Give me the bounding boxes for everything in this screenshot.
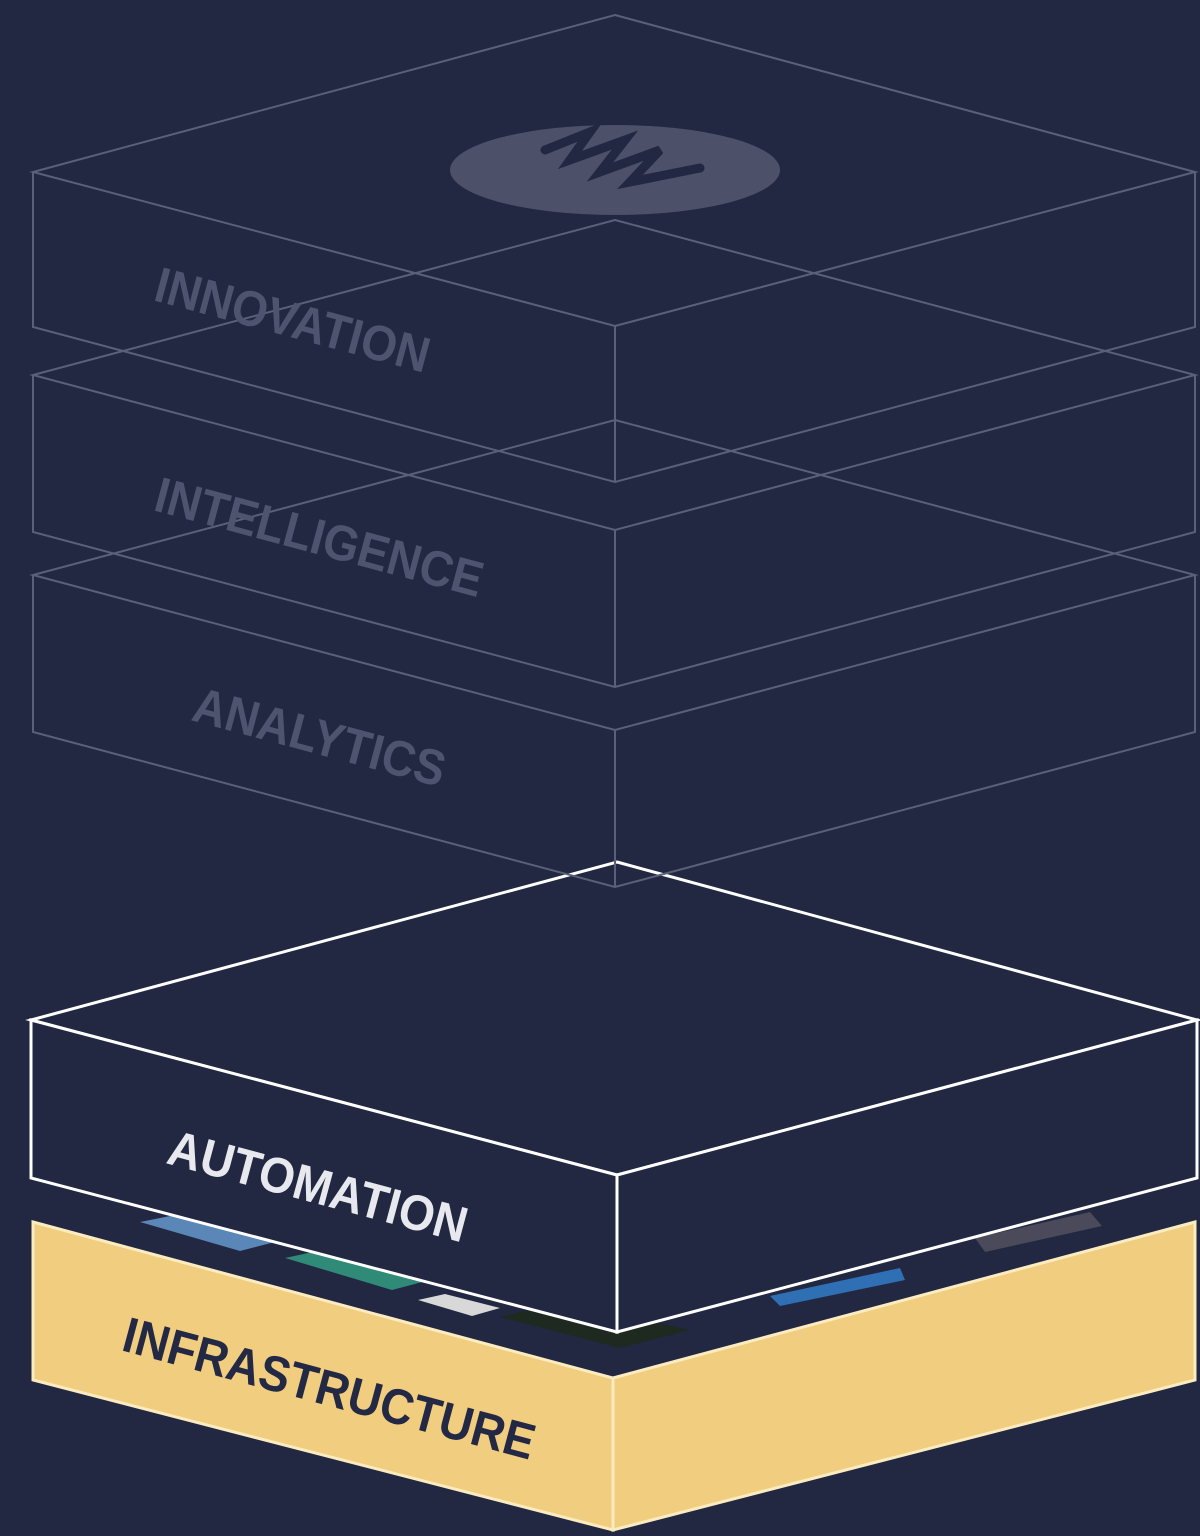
zigzag-logo-icon [450,122,780,215]
device-thumbnail [140,1215,275,1251]
infrastructure-right-face [611,1220,1197,1532]
intelligence-label: INTELLIGENCE [149,468,489,609]
device-thumbnail [770,1268,905,1306]
innovation-label: INNOVATION [149,258,436,384]
device-thumbnail [285,1250,430,1290]
infrastructure-layer: INFRASTRUCTURE [31,1212,1197,1532]
device-thumbnail [975,1212,1102,1252]
analytics-label: ANALYTICS [187,678,451,798]
device-thumbnail [418,1294,500,1316]
device-thumbnails [140,1212,1102,1348]
automation-layer: AUTOMATION [25,860,1200,1334]
automation-right-face [615,1018,1199,1334]
innovation-layer: INNOVATION [29,13,1199,484]
